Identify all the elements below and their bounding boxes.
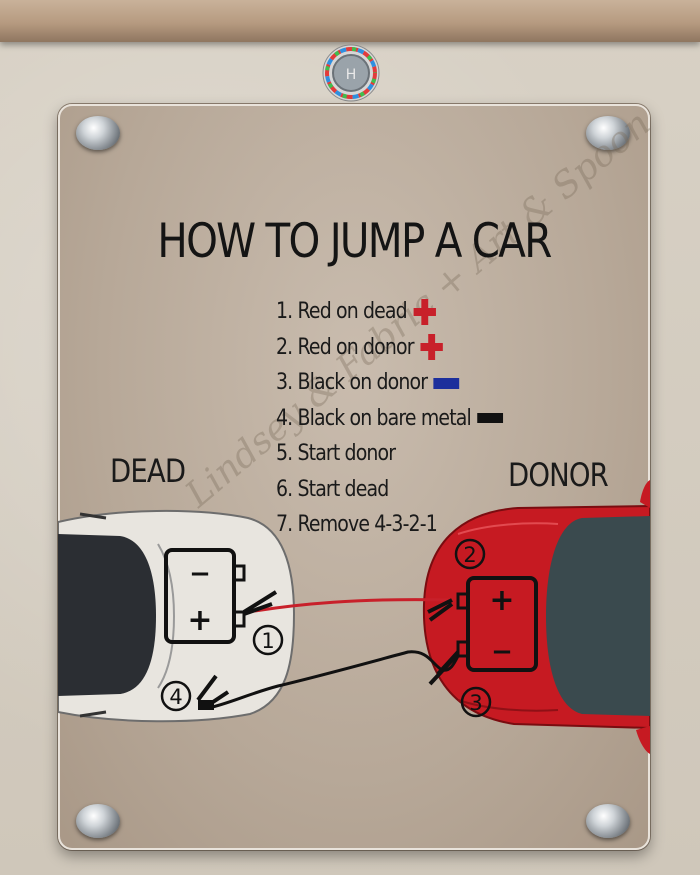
screw-icon: [76, 804, 120, 838]
dead-label: DEAD: [110, 452, 186, 490]
red-cable: [247, 598, 451, 614]
svg-text:2: 2: [463, 543, 476, 567]
screw-icon: [586, 804, 630, 838]
battery-plus-symbol: +: [489, 583, 514, 618]
step-item: 5. Start donor: [276, 441, 396, 467]
donor-label: DONOR: [508, 456, 609, 494]
jump-diagram: − + + − 1 2 3: [58, 480, 650, 754]
svg-text:H: H: [346, 67, 357, 83]
marker-2: 2: [454, 538, 486, 570]
donor-battery-icon: + −: [456, 576, 538, 672]
gear-logo-icon: H: [322, 44, 380, 102]
minus-icon: [433, 377, 459, 389]
minus-icon: [476, 413, 503, 424]
plus-icon: [420, 334, 443, 361]
bare-metal-point: [198, 700, 214, 710]
black-cable: [207, 650, 460, 710]
battery-minus-symbol: −: [189, 559, 211, 589]
black-clamp-icon: [428, 650, 460, 686]
steps-list: 1. Red on dead 2. Red on donor 3. Black …: [276, 294, 541, 543]
step-item: 2. Red on donor: [276, 330, 504, 366]
marker-1: 1: [252, 624, 284, 656]
svg-text:4: 4: [169, 685, 182, 709]
step-item: 4. Black on bare metal: [276, 401, 504, 437]
step-item: 3. Black on donor: [276, 365, 504, 401]
battery-minus-symbol: −: [491, 637, 513, 667]
wooden-rail: [0, 0, 700, 42]
marker-3: 3: [460, 686, 492, 718]
battery-plus-symbol: +: [187, 603, 212, 638]
marker-4: 4: [160, 680, 192, 712]
screw-icon: [586, 116, 630, 150]
svg-text:1: 1: [261, 629, 274, 653]
dead-battery-icon: − +: [164, 548, 246, 644]
svg-text:3: 3: [469, 691, 482, 715]
instruction-plaque: Lindsey & Fabric + Art & Spoon HOW TO JU…: [58, 104, 650, 850]
screw-icon: [76, 116, 120, 150]
plus-icon: [413, 298, 437, 325]
page-title: HOW TO JUMP A CAR: [157, 214, 552, 269]
step-item: 7. Remove 4-3-2-1: [276, 512, 438, 538]
red-clamp-icon: [242, 590, 278, 616]
step-item: 6. Start dead: [276, 476, 389, 502]
red-clamp-icon: [427, 598, 454, 622]
step-item: 1. Red on dead: [276, 294, 504, 330]
